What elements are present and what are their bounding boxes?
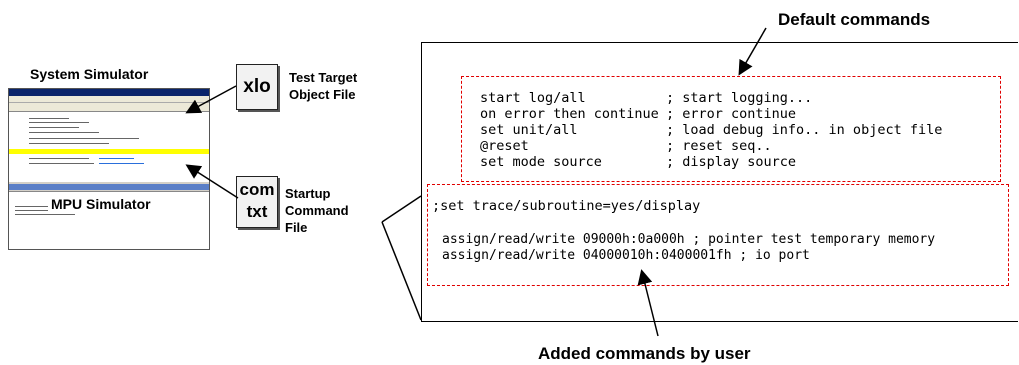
file-label: File	[285, 220, 308, 235]
object-file-label: Object File	[289, 87, 356, 102]
default-cmd-5: set mode source	[480, 154, 602, 170]
startup-label: Startup	[285, 186, 331, 201]
sim-menubar	[9, 96, 209, 103]
added-cmd-1: ;set trace/subroutine=yes/display	[432, 198, 701, 214]
callout-lines-2	[381, 221, 422, 321]
default-comment-2: ; error continue	[666, 106, 797, 122]
system-simulator-label: System Simulator	[30, 66, 149, 82]
txt-icon-text: txt	[246, 202, 268, 221]
command-file-icon: com txt	[236, 176, 278, 228]
default-commands-box	[461, 76, 1001, 182]
sim-highlight-line	[9, 149, 209, 154]
test-target-label: Test Target	[289, 70, 358, 85]
default-comment-1: ; start logging...	[666, 90, 813, 106]
sim-titlebar	[9, 89, 209, 96]
command-label: Command	[285, 203, 349, 218]
default-cmd-4: @reset	[480, 138, 529, 154]
default-comment-4: ; reset seq..	[666, 138, 772, 154]
sim-source-pane	[9, 111, 209, 182]
added-cmd-2: assign/read/write 09000h:0a000h ; pointe…	[442, 232, 936, 247]
default-commands-label: Default commands	[778, 10, 931, 29]
simulator-screenshot	[8, 88, 210, 250]
xlo-arrow	[185, 85, 237, 114]
added-commands-box	[427, 184, 1009, 286]
xlo-icon-text: xlo	[243, 76, 271, 97]
callout-lines	[381, 195, 422, 223]
added-commands-arrow	[637, 269, 659, 337]
default-cmd-2: on error then continue	[480, 106, 659, 122]
added-cmd-3: assign/read/write 04000010h:0400001fh ; …	[442, 248, 810, 263]
mpu-titlebar	[9, 184, 209, 190]
added-commands-label: Added commands by user	[538, 344, 751, 363]
default-comment-5: ; display source	[666, 154, 797, 170]
com-icon-text: com	[239, 180, 275, 199]
mpu-simulator-label: MPU Simulator	[48, 196, 154, 212]
default-commands-arrow	[738, 27, 767, 76]
default-comment-3: ; load debug info.. in object file	[666, 122, 943, 138]
default-cmd-1: start log/all	[480, 90, 586, 106]
com-arrow	[185, 164, 239, 199]
command-file-frame	[421, 42, 1018, 322]
xlo-file-icon: xlo	[236, 64, 278, 110]
default-cmd-3: set unit/all	[480, 122, 578, 138]
